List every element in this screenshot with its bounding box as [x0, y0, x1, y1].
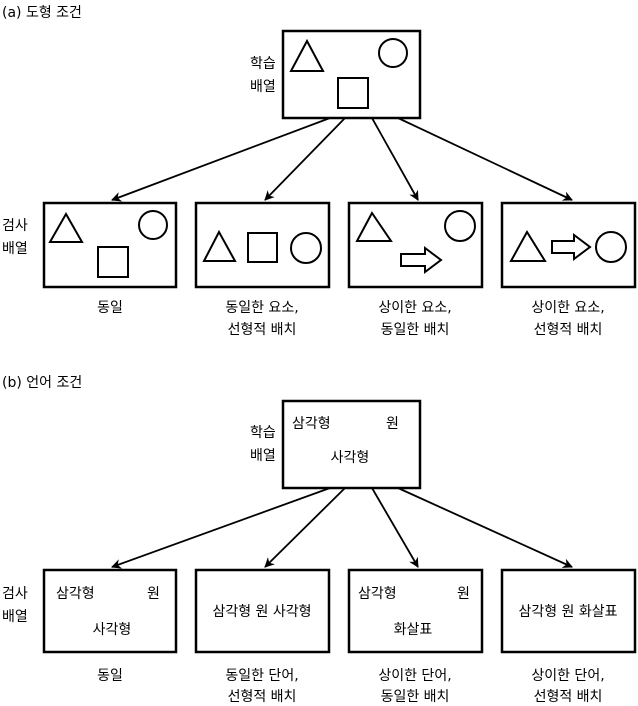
caption: 상이한 단어, — [378, 668, 451, 684]
circle-shape — [378, 38, 408, 68]
circle-shape — [595, 231, 627, 263]
caption: 선형적 배치 — [534, 322, 603, 338]
square-shape — [247, 232, 278, 263]
triangle-shape — [48, 211, 84, 243]
caption: 상이한 요소, — [378, 300, 451, 316]
arrow — [111, 487, 331, 569]
caption: 선형적 배치 — [228, 689, 297, 705]
triangle-shape — [289, 38, 325, 72]
arrow — [111, 117, 331, 202]
circle-shape — [138, 210, 168, 240]
arrow — [397, 117, 573, 201]
word: 삼각형 원 화살표 — [518, 604, 617, 620]
word: 원 — [457, 586, 470, 602]
test-array-box-linear — [194, 568, 331, 654]
test-array-box-different — [347, 568, 484, 654]
word: 사각형 — [93, 622, 132, 638]
word: 원 — [386, 416, 399, 432]
caption: 상이한 요소, — [531, 300, 604, 316]
test-array-box-different-linear — [500, 568, 637, 654]
test-array-box-identical — [42, 568, 178, 654]
caption: 동일 — [97, 668, 123, 684]
test-label: 배열 — [2, 609, 28, 625]
arrow — [264, 117, 346, 201]
arrow — [397, 487, 573, 568]
caption: 선형적 배치 — [228, 322, 297, 338]
study-label: 배열 — [250, 448, 276, 464]
test-label: 검사 — [2, 586, 28, 602]
word: 삼각형 원 사각형 — [212, 604, 311, 620]
triangle-shape — [509, 230, 547, 262]
caption: 동일한 배치 — [381, 689, 450, 705]
arrow — [371, 117, 419, 201]
triangle-shape — [355, 211, 393, 242]
word: 화살표 — [394, 622, 433, 638]
caption: 동일한 요소, — [225, 300, 298, 316]
square-shape — [337, 77, 369, 109]
caption: 동일 — [97, 300, 123, 316]
word: 삼각형 — [358, 586, 397, 602]
panel-b-title: (b) 언어 조건 — [2, 375, 82, 391]
arrow — [371, 487, 419, 568]
study-array-box — [281, 399, 422, 490]
study-label: 배열 — [250, 79, 276, 95]
triangle-shape — [202, 229, 237, 262]
caption: 상이한 단어, — [531, 668, 604, 684]
square-shape — [97, 246, 129, 278]
study-label: 학습 — [250, 56, 276, 72]
test-label: 배열 — [2, 241, 28, 257]
word: 삼각형 — [292, 416, 331, 432]
study-label: 학습 — [250, 425, 276, 441]
caption: 선형적 배치 — [534, 689, 603, 705]
word: 사각형 — [331, 450, 370, 466]
caption: 동일한 단어, — [225, 668, 298, 684]
panel-a: (a) 도형 조건 학습 배열 검사 배열 동일 동일한 요소, 선형적 배치 … — [2, 5, 637, 338]
panel-a-title: (a) 도형 조건 — [2, 5, 82, 21]
word: 원 — [147, 586, 160, 602]
test-label: 검사 — [2, 218, 28, 234]
arrow-shape — [551, 233, 592, 261]
word: 삼각형 — [56, 586, 95, 602]
caption: 동일한 배치 — [381, 322, 450, 338]
arrow — [264, 487, 346, 568]
panel-b: (b) 언어 조건 학습 배열 삼각형 원 사각형 검사 배열 삼각형 원 사각… — [2, 375, 637, 705]
circle-shape — [290, 232, 322, 264]
arrow-shape — [400, 246, 443, 274]
circle-shape — [444, 210, 476, 242]
